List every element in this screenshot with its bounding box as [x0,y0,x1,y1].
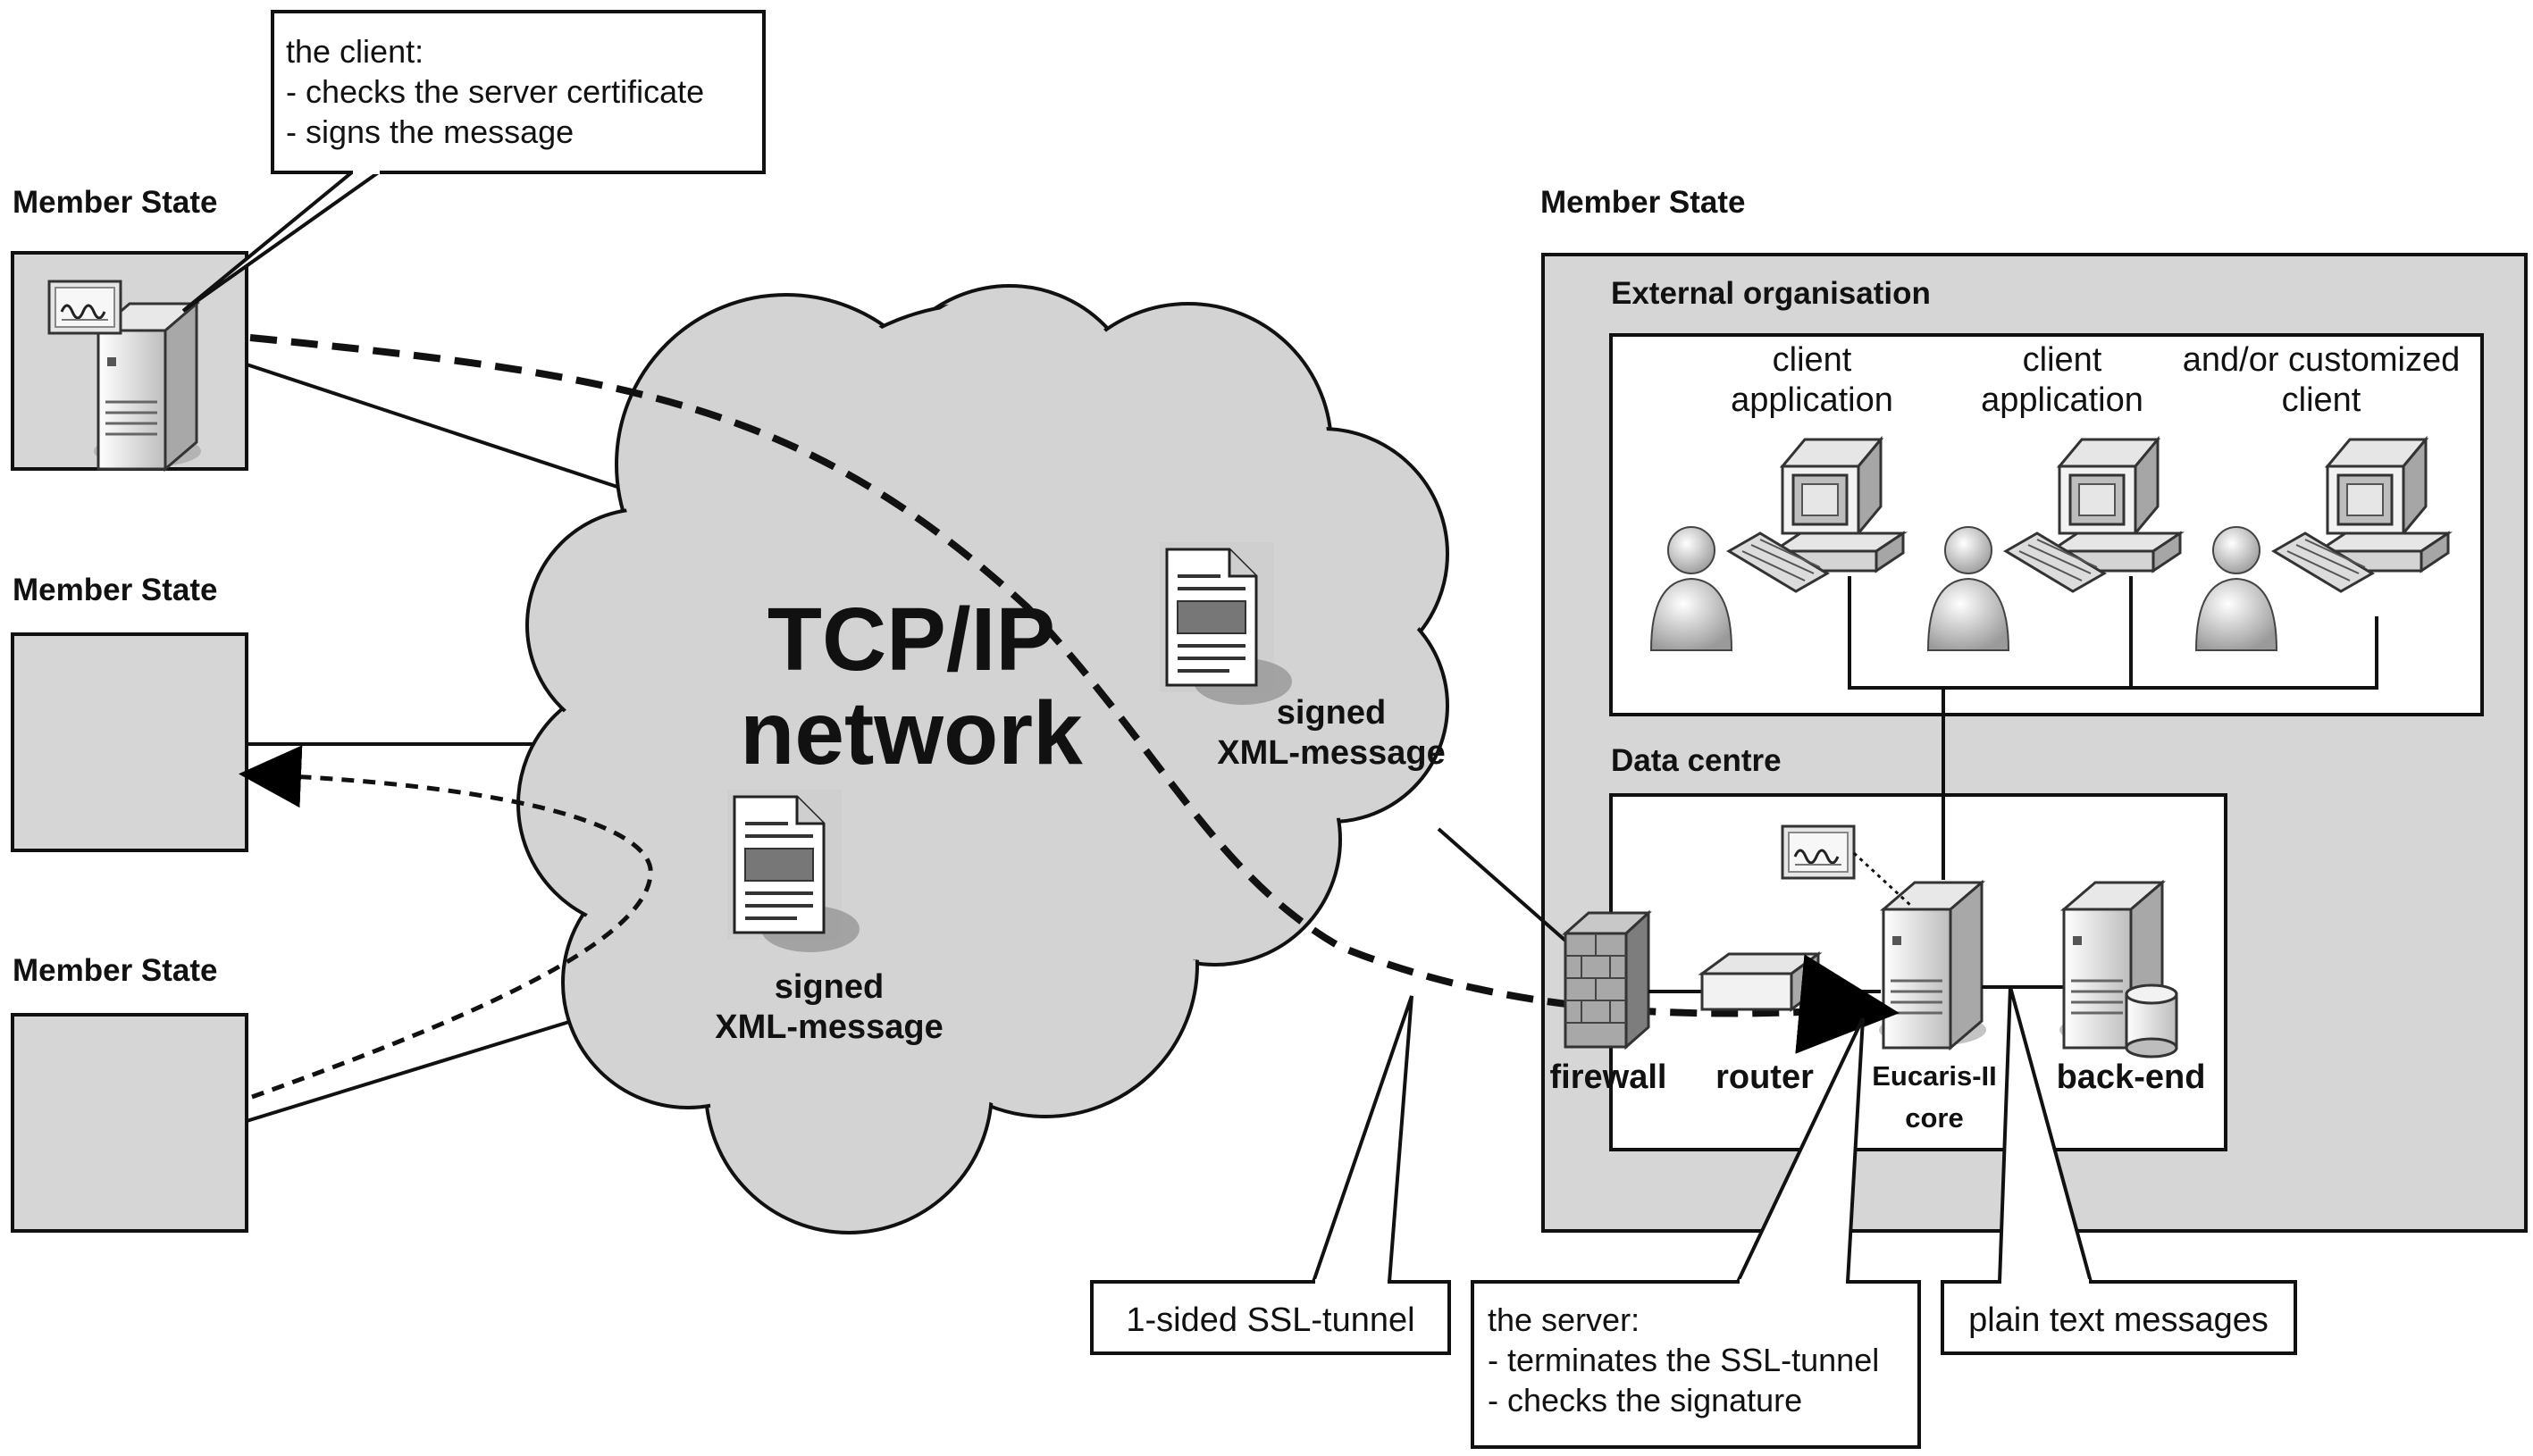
ssl-tunnel-arrow [1795,954,1900,1054]
firewall-icon [1562,909,1652,1050]
link-cloud-firewall [1437,827,1574,949]
client-certificate-icon [47,280,122,335]
backend-label: back-end [2057,1059,2206,1096]
router-label: router [1715,1059,1814,1096]
external-org-title: External organisation [1611,276,1931,311]
workstation-1-line1: client [1773,341,1852,379]
client-callout-item-1: - checks the server certificate [286,73,704,110]
workstation-2-line2: application [1981,381,2143,419]
left-member-state-label-1: Member State [13,185,218,220]
server-callout-box [1471,1280,1921,1449]
data-centre-title: Data centre [1611,743,1782,778]
server-callout-item-2: - checks the signature [1488,1382,1802,1418]
firewall-label: firewall [1550,1059,1667,1096]
link-state3-cloud [246,1017,582,1123]
return-message-path [239,745,653,1100]
left-member-state-box-3 [11,1013,248,1233]
certificate-link [1852,851,1914,908]
right-member-state-label: Member State [1540,185,1746,220]
workstation-1-line2: application [1731,381,1893,419]
core-label-line2: core [1905,1102,1963,1134]
xml-document-icon-2 [726,788,861,954]
ssl-callout-box [1090,1280,1451,1355]
left-member-state-label-3: Member State [13,953,218,988]
ssl-callout-pointer [1311,995,1413,1284]
database-icon [2125,983,2178,1059]
plain-callout-text: plain text messages [1968,1301,2269,1339]
left-member-state-box-2 [11,632,248,852]
client-callout-box [271,10,766,174]
left-member-state-label-2: Member State [13,573,218,607]
xml-message-1-line1: signed [1277,694,1386,732]
xml-document-icon-1 [1158,540,1294,707]
server-certificate-icon [1781,824,1856,880]
client-callout-title: the client: [286,33,424,70]
xml-message-2-line1: signed [775,968,884,1006]
workstation-2-line1: client [2023,341,2102,379]
eucaris-core-server-icon [1877,881,1988,1050]
ssl-callout-text: 1-sided SSL-tunnel [1126,1301,1414,1339]
link-state1-cloud [246,363,626,491]
lan-wiring [1848,576,2378,690]
ssl-tunnel-path [249,334,1859,1017]
client-callout-item-2: - signs the message [286,113,574,150]
server-callout-item-1: - terminates the SSL-tunnel [1488,1342,1879,1378]
xml-message-2-line2: XML-message [715,1008,944,1046]
cloud-title-line1: TCP/IP [767,590,1055,690]
core-label-line1: Eucaris-II [1872,1060,1997,1092]
xml-message-1-line2: XML-message [1217,734,1446,772]
workstation-3-line2: client [2282,381,2361,419]
workstation-3-line1: and/or customized [2183,341,2461,379]
server-callout-title: the server: [1488,1301,1640,1338]
router-icon [1698,951,1823,1012]
plain-callout-box [1941,1280,2297,1355]
cloud-title-line2: network [740,683,1083,783]
